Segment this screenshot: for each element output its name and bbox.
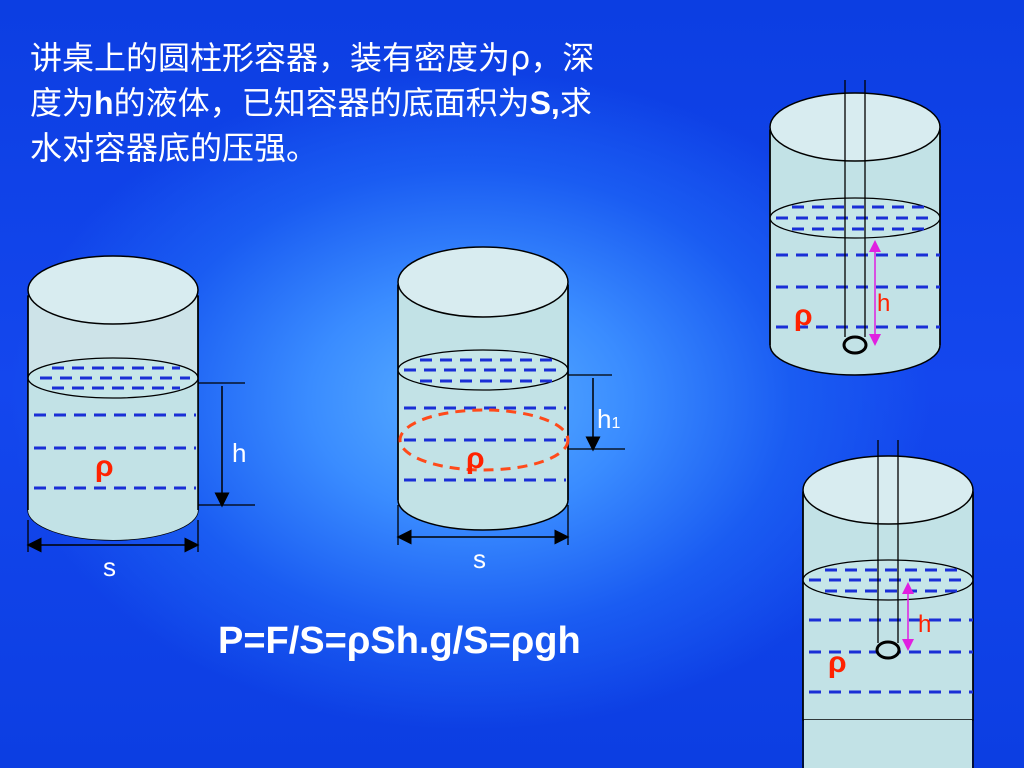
h-label-left: h	[232, 438, 246, 468]
s-label-middle: s	[473, 544, 486, 574]
problem-line-1: 讲桌上的圆柱形容器，装有密度为ρ，深	[30, 39, 595, 77]
h-label-bottom-right: h	[918, 611, 931, 638]
problem-line-2c: 的液体，已知容器的底面积为	[113, 84, 530, 122]
problem-var-h: h	[94, 85, 114, 121]
h-label-top-right: h	[877, 290, 890, 317]
probe-membrane-2	[875, 640, 901, 660]
rho-label-bottom-right: ρ	[828, 646, 847, 679]
cylinder-left: ρ h s	[26, 255, 255, 582]
cylinder-middle: ρ h1 s	[396, 246, 625, 574]
rho-label-left: ρ	[95, 450, 114, 483]
h1-base: h	[597, 404, 611, 434]
problem-var-s: S,	[529, 85, 560, 121]
problem-line-2a: 度为	[30, 84, 95, 122]
cylinder-bottom-right: h ρ	[802, 440, 974, 768]
problem-line-3: 水对容器底的压强。	[30, 129, 319, 167]
h1-subscript: 1	[611, 415, 620, 432]
pressure-layer-ellipse	[398, 408, 570, 472]
problem-line-2e: 求	[559, 84, 592, 122]
pressure-formula: P=F/S=ρSh.g/S=ρgh	[218, 620, 581, 662]
rho-label-top-right: ρ	[794, 299, 813, 332]
cylinder-top-right: h ρ	[769, 80, 941, 376]
h1-label: h1	[597, 404, 620, 434]
probe-membrane	[842, 335, 868, 355]
problem-statement: 讲桌上的圆柱形容器，装有密度为ρ，深 度为h的液体，已知容器的底面积为S,求 水…	[30, 36, 745, 171]
rho-label-middle: ρ	[466, 442, 485, 475]
s-label-left: s	[103, 552, 116, 582]
